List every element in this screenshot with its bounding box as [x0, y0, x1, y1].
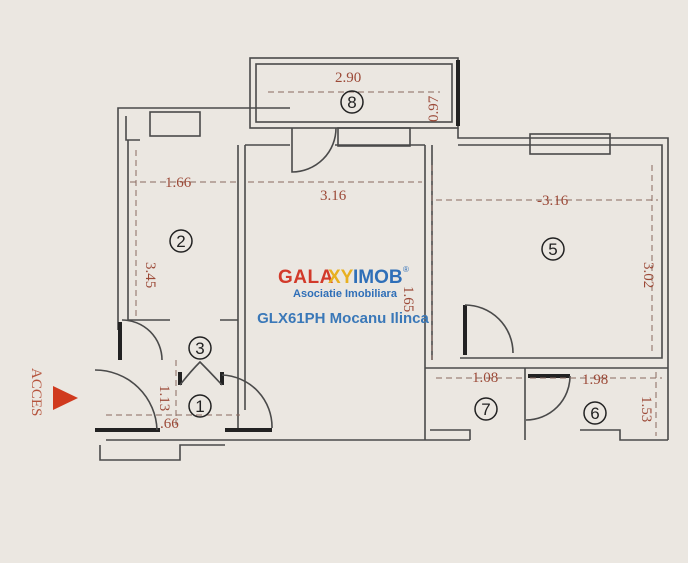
dimension-lines: [106, 91, 662, 436]
room-7-marker: 7: [474, 397, 498, 421]
svg-text:®: ®: [403, 265, 409, 274]
room-8-marker: 8: [340, 90, 364, 114]
room-6-marker: 6: [583, 401, 607, 425]
dim-room5-width: -3.16: [537, 193, 569, 209]
svg-text:3: 3: [195, 339, 204, 358]
dim-hall-width: .66: [160, 416, 179, 432]
dim-room2-width: 1.66: [165, 175, 192, 191]
dim-hall-length: 1.13: [156, 385, 172, 411]
watermark-logo: GALA XY IMOB ® Asociatie Imobiliara: [278, 265, 409, 300]
agent-watermark: GLX61PH Mocanu Ilinca: [257, 310, 429, 327]
svg-text:6: 6: [590, 404, 599, 423]
svg-text:7: 7: [481, 400, 490, 419]
svg-text:XY: XY: [328, 267, 354, 288]
dim-room7-width: 1.08: [472, 370, 498, 386]
dim-main-width: 3.16: [320, 188, 347, 204]
svg-text:1: 1: [195, 397, 204, 416]
room-1-marker: 1: [188, 394, 212, 418]
room-3-marker: 3: [188, 336, 212, 360]
outer-walls: [95, 107, 669, 461]
access-arrow-icon: [53, 386, 78, 410]
dim-balcony-depth: 0.97: [426, 95, 442, 122]
dim-room2-length: 3.45: [142, 262, 158, 288]
room-2-marker: 2: [169, 229, 193, 253]
dim-balcony-width: 2.90: [335, 70, 361, 86]
svg-text:GALA: GALA: [278, 267, 334, 288]
svg-text:5: 5: [548, 240, 557, 259]
svg-text:2: 2: [176, 232, 185, 251]
svg-text:Asociatie Imobiliara: Asociatie Imobiliara: [293, 288, 398, 300]
svg-text:8: 8: [347, 93, 356, 112]
dim-room6-width: 1.98: [582, 372, 608, 388]
room-5-marker: 5: [541, 237, 565, 261]
dim-room6-length: 1.53: [638, 396, 654, 422]
dim-room5-length: 3.02: [640, 262, 656, 288]
access-label: ACCES: [28, 368, 44, 416]
dim-main-length: 1.65: [400, 286, 416, 312]
doors: [94, 127, 571, 431]
svg-text:IMOB: IMOB: [353, 267, 403, 288]
